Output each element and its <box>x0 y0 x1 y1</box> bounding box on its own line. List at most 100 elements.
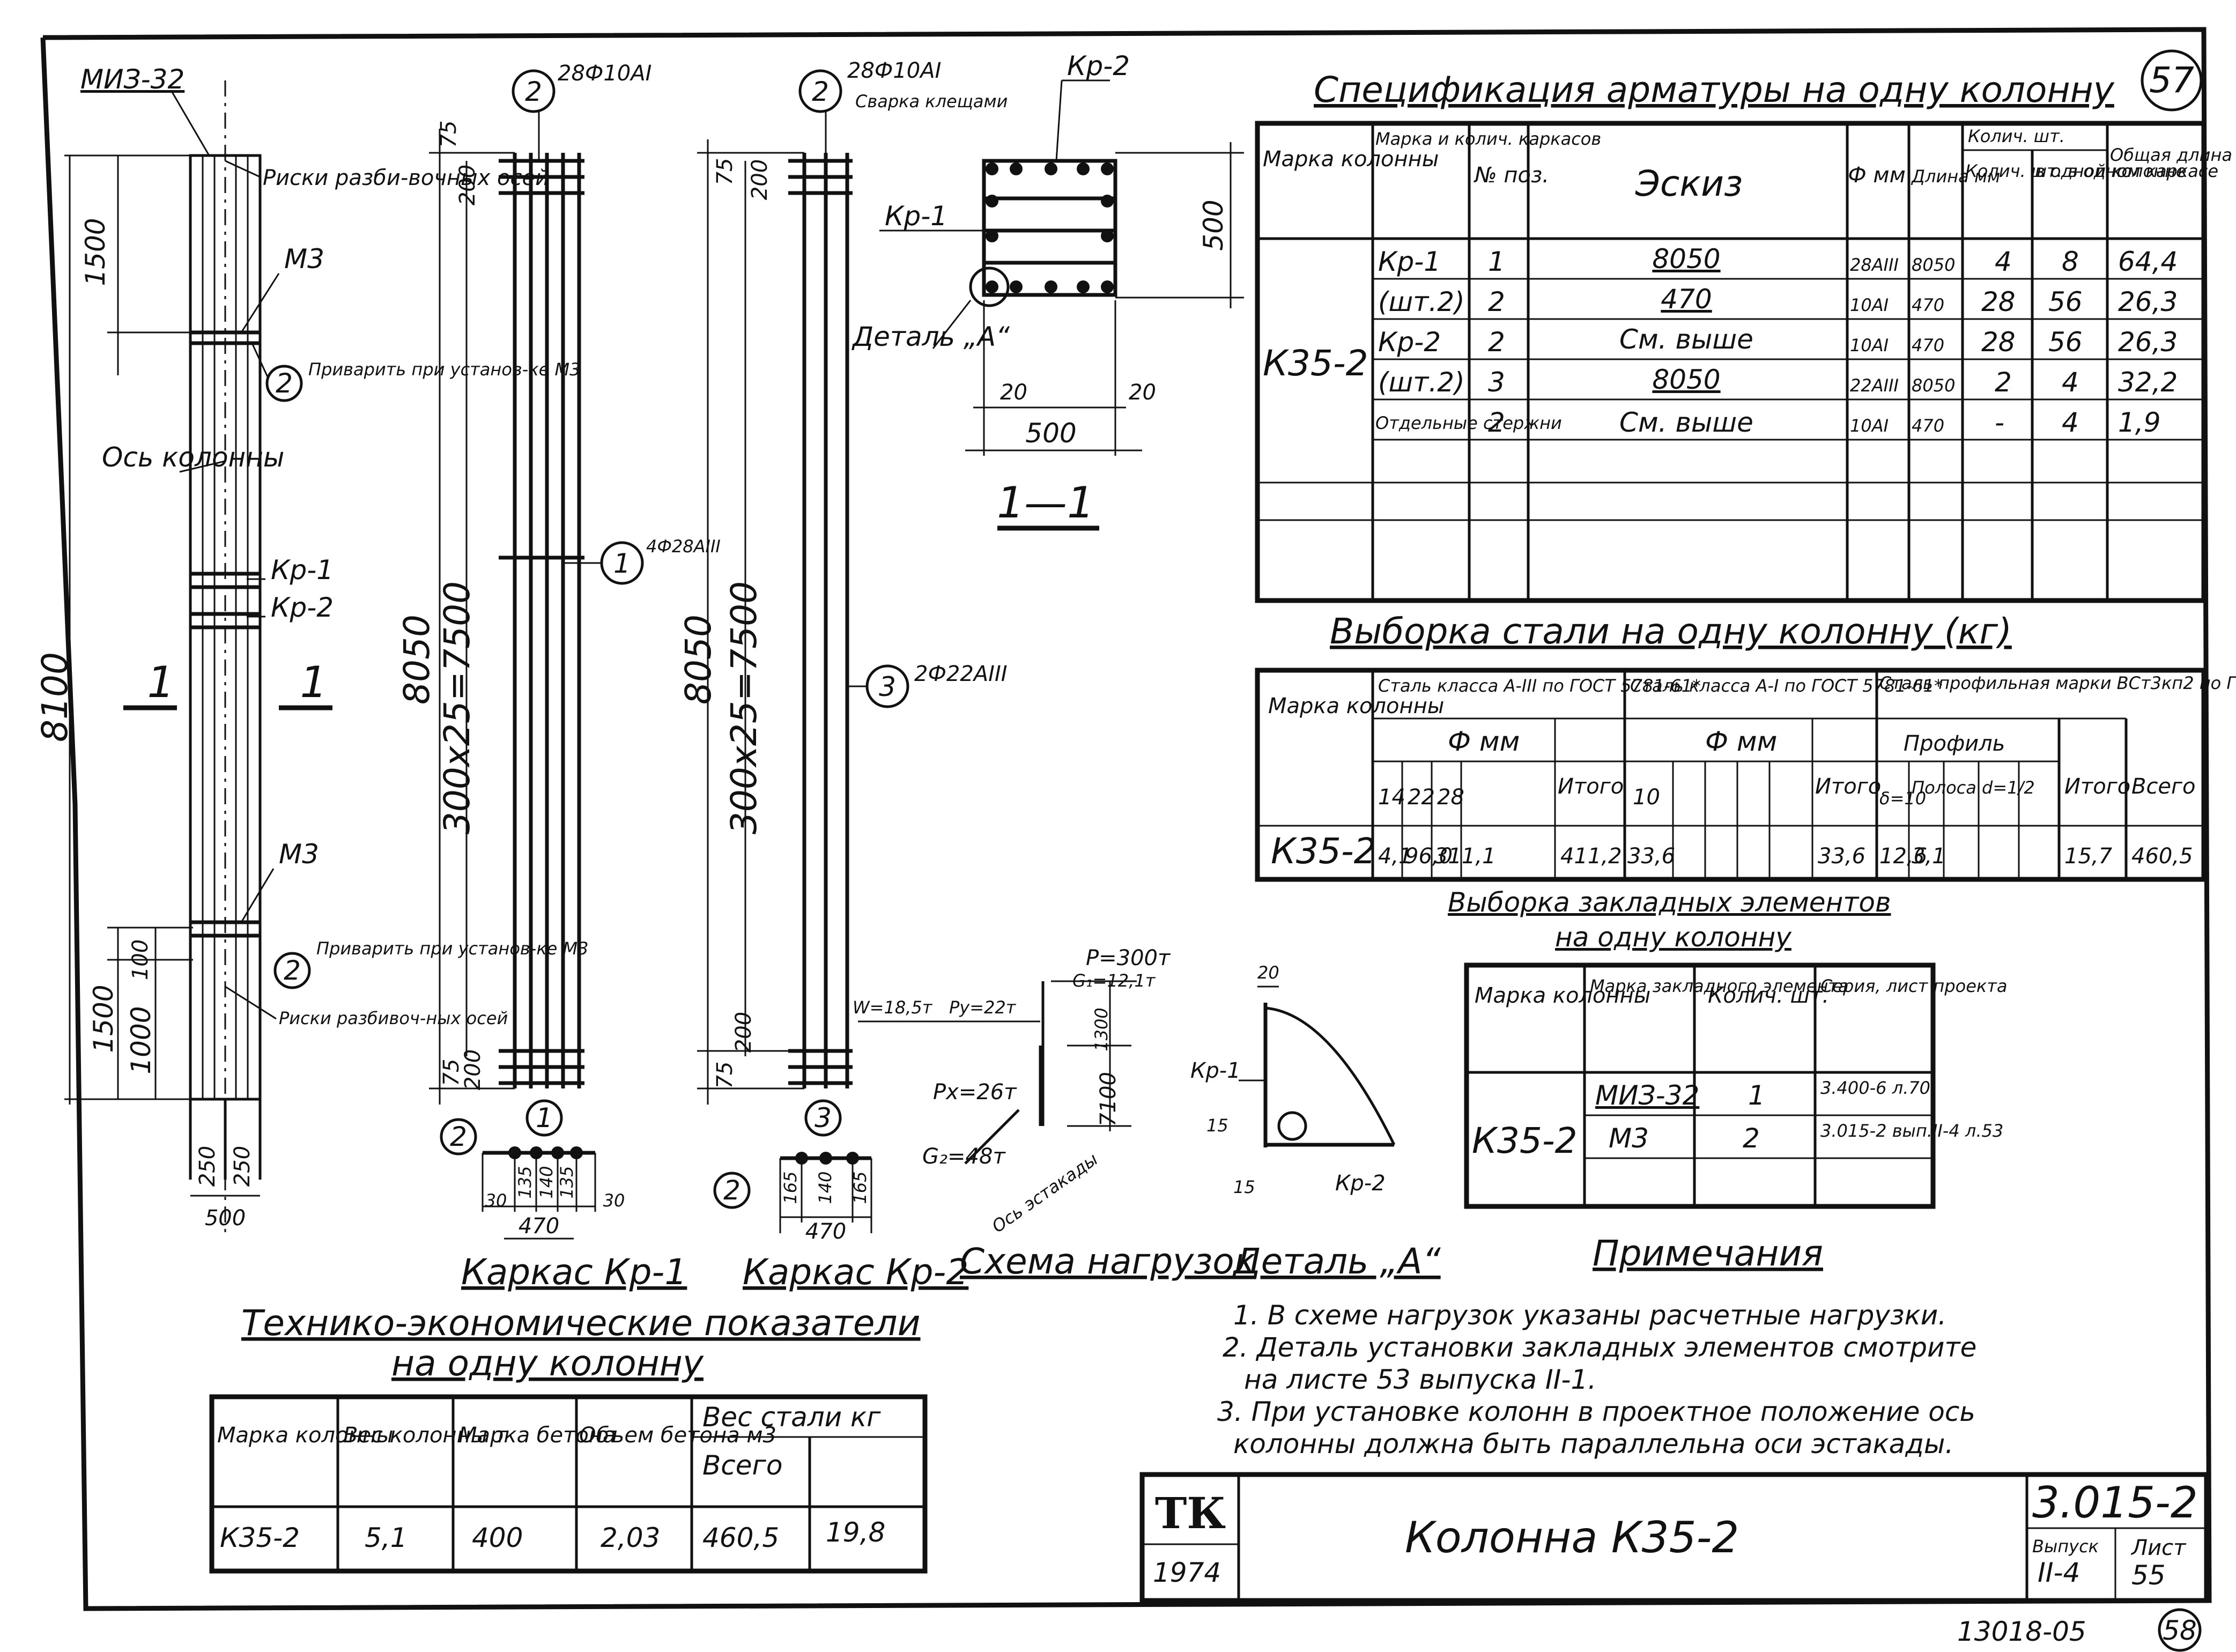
section-1-1: Кр-2 Кр-1 Деталь „А“ 500 20 20 500 1—1 <box>852 50 1244 531</box>
spec-h-pos: № поз. <box>1474 163 1549 188</box>
tech-row: К35-2 5,1 400 2,03 460,5 19,8 <box>220 1517 885 1553</box>
svg-text:2,03: 2,03 <box>601 1522 660 1553</box>
embedded-table: Выборка закладных элементов на одну коло… <box>1448 887 2007 1209</box>
dim-470-kr2: 470 <box>805 1219 846 1244</box>
detail-d15b: 15 <box>1233 1177 1255 1197</box>
dim-200-bottom-kr2: 200 <box>731 1012 756 1053</box>
sec-kr1: Кр-1 <box>885 201 947 232</box>
dim-165a: 165 <box>780 1171 801 1204</box>
detail-d15a: 15 <box>1206 1115 1228 1136</box>
label-pos1-kr1: 4Ф28АIII <box>646 536 721 557</box>
stamp-org: ТК <box>1155 1488 1226 1538</box>
dim-200-top-kr2: 200 <box>747 159 772 200</box>
emb-h1: Марка колонны <box>1475 983 1650 1008</box>
svg-text:2: 2 <box>1743 1123 1760 1154</box>
load-scheme: P=300т G₁=12,1т W=18,5т Py=22т Px=26т G₂… <box>853 946 1256 1282</box>
emb-mark: К35-2 <box>1472 1120 1578 1161</box>
svg-text:2: 2 <box>1488 407 1505 438</box>
stamp-year: 1974 <box>1153 1557 1221 1588</box>
svg-text:28: 28 <box>1981 327 2016 358</box>
label-pos2-kr2: 28Ф10АI <box>847 58 941 83</box>
sec-dim-500-h: 500 <box>1025 418 1076 449</box>
svg-text:2: 2 <box>1488 286 1505 317</box>
svg-text:470: 470 <box>1912 335 1944 355</box>
svg-text:Отдельные стержни: Отдельные стержни <box>1375 413 1562 433</box>
svg-text:22АIII: 22АIII <box>1850 375 1899 396</box>
tech-h5: Вес стали кг <box>702 1402 881 1433</box>
tech-h1: Марка колонны <box>217 1423 393 1448</box>
svg-text:28АIII: 28АIII <box>1850 255 1899 275</box>
label-pos3-kr2: 2Ф22АIII <box>914 662 1008 686</box>
svg-text:4: 4 <box>2062 367 2079 398</box>
detail-a: Кр-1 Кр-2 20 15 15 Деталь „А“ <box>1190 962 1441 1282</box>
tech-h6: Всего <box>702 1450 782 1481</box>
dim-8050-kr1: 8050 <box>396 614 438 705</box>
dim-165b: 165 <box>850 1171 870 1204</box>
load-h2: 1300 <box>1091 1008 1112 1051</box>
dim-135b: 135 <box>557 1166 577 1198</box>
svg-text:3: 3 <box>815 1102 832 1134</box>
steel-h-a1: Сталь класса А-I по ГОСТ 5781-61* <box>1630 676 1943 696</box>
dim-30b: 30 <box>603 1190 625 1211</box>
sec-kr2: Кр-2 <box>1067 50 1130 82</box>
svg-text:1: 1 <box>1748 1080 1765 1111</box>
svg-text:1: 1 <box>1488 246 1505 277</box>
bottom-sheet-number: 58 <box>2163 1615 2197 1646</box>
note-line: 3. При установке колонн в проектное поло… <box>1217 1396 1975 1427</box>
dim-8050-kr2: 8050 <box>678 614 719 705</box>
svg-text:К35-2: К35-2 <box>1271 831 1376 872</box>
svg-text:26,3: 26,3 <box>2118 286 2178 317</box>
sec-dim-20b: 20 <box>1129 380 1156 405</box>
svg-text:8050: 8050 <box>1652 364 1720 395</box>
steel-d10: 10 <box>1633 785 1660 810</box>
column-elevation: 1 1 МИЗ-32 Риски разби-вочных осей М3 2 … <box>34 64 588 1233</box>
steel-h-total: Итого <box>1558 774 1624 799</box>
svg-text:2: 2 <box>450 1121 467 1152</box>
svg-text:См. выше: См. выше <box>1619 407 1753 438</box>
svg-text:400: 400 <box>472 1522 523 1553</box>
spec-row: Кр-1 1 8050 28АIII 8050 4 8 64,4 <box>1378 243 2178 277</box>
spec-row: (шт.2) 2 470 10АI 470 28 56 26,3 <box>1378 284 2178 317</box>
svg-text:2: 2 <box>723 1175 741 1206</box>
svg-text:15,7: 15,7 <box>2064 844 2113 869</box>
spec-column-mark: К35-2 <box>1263 343 1368 384</box>
spec-h-len: Длина мм <box>1911 166 2000 187</box>
bottom-sheet-marker: 58 <box>2158 1608 2202 1652</box>
steel-d22: 22 <box>1408 785 1435 810</box>
issue-value: II-4 <box>2038 1557 2080 1588</box>
dim-470-kr1: 470 <box>519 1214 559 1239</box>
svg-text:2: 2 <box>812 76 829 107</box>
spec-h-dia: Ф мм <box>1848 163 1906 188</box>
cage-kr2: 2 28Ф10АI Сварка клещами 3 2Ф22АIII 75 2… <box>678 58 1008 1293</box>
svg-text:64,4: 64,4 <box>2118 246 2178 277</box>
svg-text:Кр-1: Кр-1 <box>1378 246 1441 277</box>
emb-h4: Серия, лист проекта <box>1820 976 2007 996</box>
dim-250a: 250 <box>195 1146 220 1187</box>
spec-h-total: Общая длина м <box>2110 145 2236 165</box>
load-g1: G₁=12,1т <box>1072 971 1156 991</box>
svg-text:3: 3 <box>1488 367 1505 398</box>
load-g2: G₂=48т <box>922 1144 1006 1169</box>
sheet-number-marker: 57 <box>2141 49 2203 112</box>
svg-text:311,1: 311,1 <box>1434 844 1496 869</box>
svg-text:470: 470 <box>1661 284 1712 315</box>
load-h: 7100 <box>1096 1072 1121 1127</box>
sec-caption: 1—1 <box>997 478 1094 528</box>
label-kr2: Кр-2 <box>271 592 334 623</box>
steel-row: К35-2 4,1 96,0 311,1 411,2 33,6 33,6 12,… <box>1271 831 2193 872</box>
spec-row: Отдельные стержни 2 См. выше 10АI 470 - … <box>1375 407 2161 438</box>
detail-kr2: Кр-2 <box>1335 1171 1386 1196</box>
label-m3-bottom: М3 <box>279 839 319 870</box>
callout-2-sec-kr2 <box>713 1172 751 1209</box>
label-kr1: Кр-1 <box>271 554 334 586</box>
caption-kr2: Каркас Кр-2 <box>743 1251 968 1293</box>
callout-pos2-kr1 <box>512 69 556 113</box>
series-number: 3.015-2 <box>2032 1478 2198 1528</box>
svg-text:3,1: 3,1 <box>1912 844 1946 869</box>
svg-text:26,3: 26,3 <box>2118 327 2178 358</box>
callout-pos2-kr2 <box>798 69 842 113</box>
svg-text:8050: 8050 <box>1652 243 1720 275</box>
svg-text:К35-2: К35-2 <box>220 1522 300 1553</box>
tech-h3: Марка бетона <box>458 1423 616 1448</box>
